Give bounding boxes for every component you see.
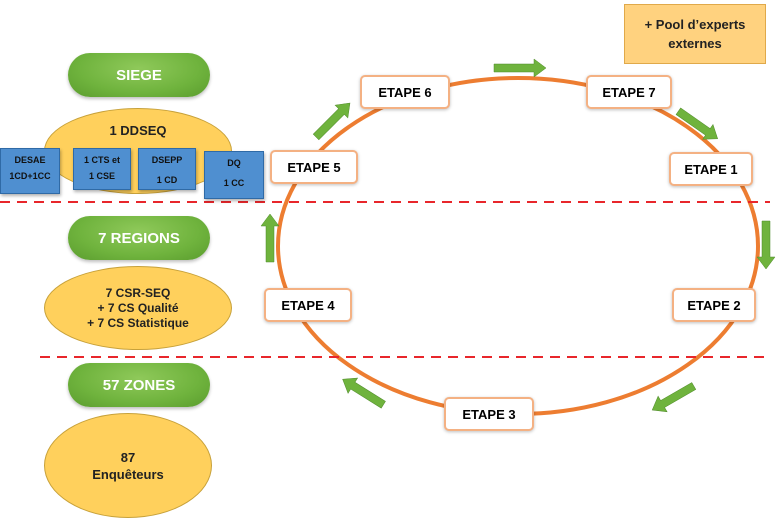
note-line2: externes: [668, 36, 722, 51]
unit-line1: 1 CTS et: [83, 155, 120, 165]
etape-1-label: ETAPE 1: [684, 161, 738, 177]
arrow-step-3-to-4: [342, 377, 386, 409]
zones-line: Enquêteurs: [92, 466, 164, 482]
note-line1: + Pool d’experts: [644, 17, 746, 32]
regions-label: 7 REGIONS: [98, 229, 180, 247]
arrow-step-5-to-6: [312, 102, 351, 141]
cycle-ring: [276, 76, 760, 416]
external-experts-note: + Pool d’experts externes: [624, 4, 766, 64]
siege-pill: SIEGE: [68, 53, 210, 97]
zones-pill: 57 ZONES: [68, 363, 210, 407]
unit-line1: DQ: [227, 158, 241, 168]
zones-ellipse: 87 Enquêteurs: [44, 413, 212, 518]
siege-label: SIEGE: [116, 66, 162, 84]
unit-line1: DESAE: [14, 155, 46, 165]
etape-4-box: ETAPE 4: [264, 288, 352, 322]
arrow-step-1-to-2: [756, 220, 776, 270]
regions-ellipse: 7 CSR-SEQ + 7 CS Qualité + 7 CS Statisti…: [44, 266, 232, 350]
etape-1-box: ETAPE 1: [669, 152, 753, 186]
regions-line: + 7 CS Qualité: [97, 300, 179, 315]
etape-2-box: ETAPE 2: [672, 288, 756, 322]
unit-line2: 1 CC: [223, 178, 245, 188]
unit-box-cts-cse: 1 CTS et 1 CSE: [73, 148, 131, 190]
etape-5-box: ETAPE 5: [270, 150, 358, 184]
siege-entity-label: 1 DDSEQ: [109, 123, 167, 138]
zones-label: 57 ZONES: [102, 376, 176, 394]
etape-6-label: ETAPE 6: [378, 84, 432, 100]
regions-line: 7 CSR-SEQ: [105, 285, 171, 300]
etape-7-box: ETAPE 7: [586, 75, 672, 109]
arrow-step-7-to-1: [675, 107, 719, 140]
etape-3-label: ETAPE 3: [462, 406, 516, 422]
arrow-step-4-to-5: [260, 213, 280, 263]
etape-5-label: ETAPE 5: [287, 159, 341, 175]
unit-box-dq: DQ 1 CC: [204, 151, 264, 199]
regions-line: + 7 CS Statistique: [87, 315, 189, 330]
regions-pill: 7 REGIONS: [68, 216, 210, 260]
unit-line2: 1CD+1CC: [9, 171, 51, 181]
etape-7-label: ETAPE 7: [602, 84, 656, 100]
etape-6-box: ETAPE 6: [360, 75, 450, 109]
unit-box-desae: DESAE 1CD+1CC: [0, 148, 60, 194]
unit-box-dsepp: DSEPP 1 CD: [138, 148, 196, 190]
etape-4-label: ETAPE 4: [281, 297, 335, 313]
unit-line1: DSEPP: [151, 155, 183, 165]
unit-line2: 1 CSE: [88, 171, 115, 181]
arrow-step-6-to-7: [493, 58, 547, 78]
etape-2-label: ETAPE 2: [687, 297, 741, 313]
etape-3-box: ETAPE 3: [444, 397, 534, 431]
zones-line: 87: [120, 449, 136, 465]
unit-line2: 1 CD: [156, 175, 178, 185]
arrow-step-2-to-3: [651, 382, 697, 413]
